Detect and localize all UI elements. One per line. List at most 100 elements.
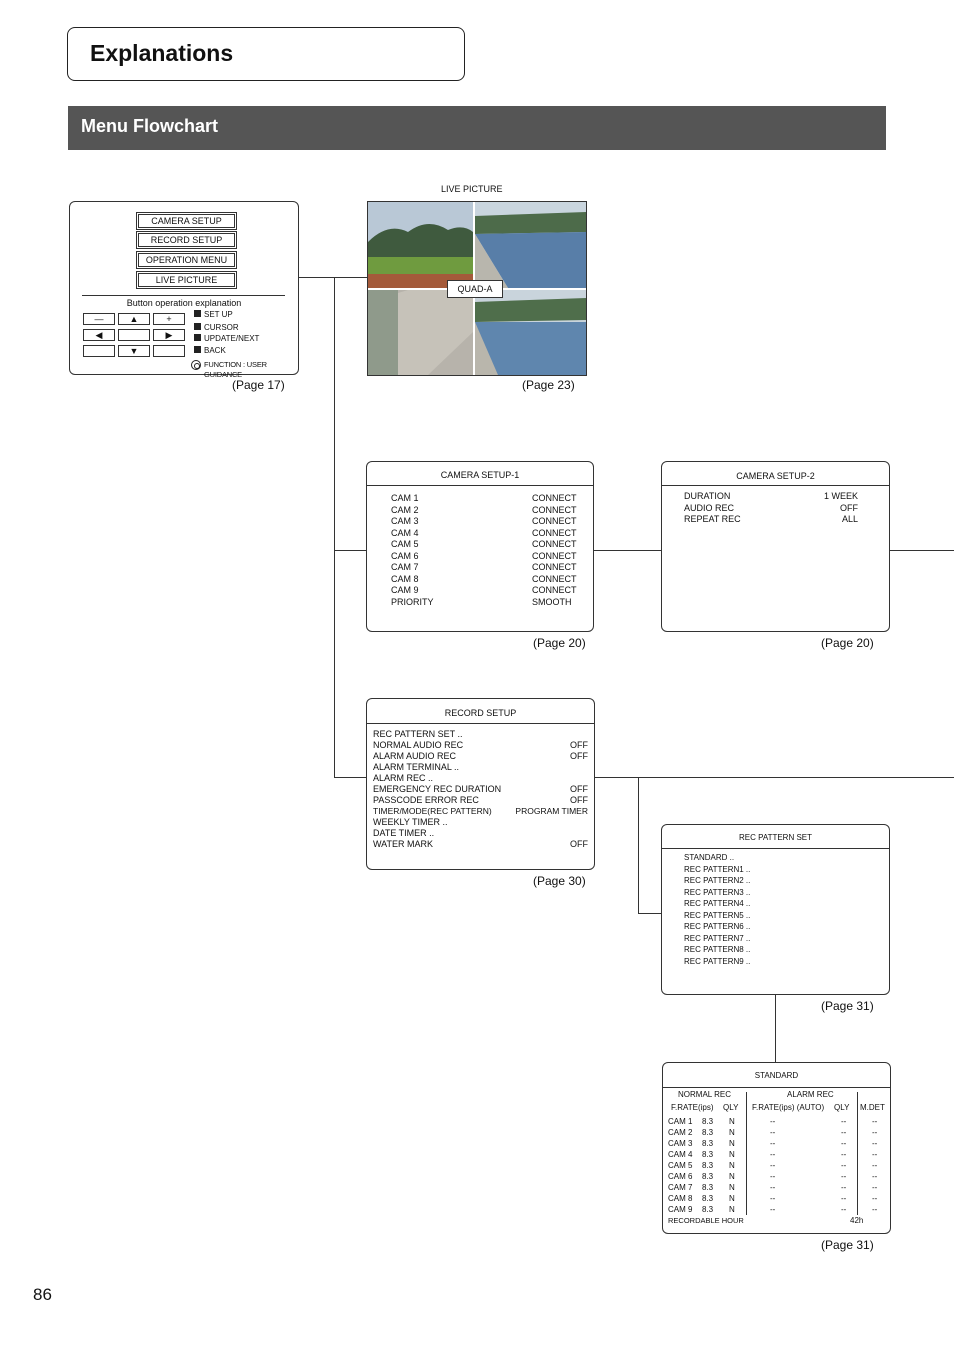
page-title: Explanations bbox=[90, 40, 234, 66]
connector-line bbox=[775, 994, 776, 1062]
table-cell: N bbox=[729, 1183, 735, 1192]
menu-row-value: OFF bbox=[570, 751, 588, 761]
table-cell: -- bbox=[841, 1161, 847, 1170]
menu-row-value: CONNECT bbox=[532, 493, 577, 503]
list-item: REC PATTERN3 .. bbox=[684, 887, 751, 897]
table-cell: CAM 3 bbox=[668, 1139, 693, 1148]
menu-row-value: OFF bbox=[570, 740, 588, 750]
table-cell: -- bbox=[841, 1205, 847, 1214]
table-cell: 8.3 bbox=[702, 1205, 714, 1214]
menu-row-value: OFF bbox=[570, 795, 588, 805]
connector-line bbox=[889, 550, 954, 551]
table-cell: 8.3 bbox=[702, 1150, 714, 1159]
table-cell: N bbox=[729, 1172, 735, 1181]
record-setup-title: RECORD SETUP bbox=[444, 708, 517, 718]
connector-line bbox=[638, 777, 639, 914]
menu-row-label: CAM 4 bbox=[391, 527, 419, 538]
connector-line bbox=[594, 777, 954, 778]
menu-row-label: CAM 7 bbox=[391, 562, 419, 572]
menu-row-label: AUDIO REC bbox=[684, 502, 735, 513]
table-cell: N bbox=[729, 1194, 735, 1203]
quad-label: QUAD-A bbox=[447, 280, 503, 298]
up-key[interactable]: ▲ bbox=[118, 313, 150, 325]
down-key[interactable]: ▼ bbox=[118, 345, 150, 357]
table-cell: -- bbox=[872, 1128, 878, 1137]
table-cell: -- bbox=[872, 1183, 878, 1192]
table-cell: -- bbox=[872, 1205, 878, 1214]
table-cell: 8.3 bbox=[702, 1128, 714, 1137]
plus-key[interactable]: + bbox=[153, 313, 185, 325]
table-cell: CAM 4 bbox=[668, 1150, 693, 1159]
center-key[interactable] bbox=[118, 329, 150, 341]
table-cell: 8.3 bbox=[702, 1139, 714, 1148]
column-divider bbox=[857, 1092, 858, 1215]
list-item: STANDARD .. bbox=[684, 853, 735, 862]
blank-key-right[interactable] bbox=[153, 345, 185, 357]
page-ref-live-picture: (Page 23) bbox=[522, 378, 575, 392]
right-key[interactable]: ▶ bbox=[153, 329, 185, 341]
col-mdet: M.DET bbox=[860, 1103, 885, 1112]
table-cell: N bbox=[729, 1128, 735, 1137]
menu-row-value: CONNECT bbox=[532, 539, 577, 549]
menu-item-live-picture[interactable]: LIVE PICTURE bbox=[136, 271, 237, 289]
legend-cursor: CURSOR bbox=[194, 323, 239, 333]
table-cell: -- bbox=[872, 1172, 878, 1181]
table-cell: -- bbox=[841, 1194, 847, 1203]
menu-row-label: NORMAL AUDIO REC bbox=[373, 740, 464, 750]
connector-line bbox=[638, 913, 662, 914]
menu-row-label: REC PATTERN SET .. bbox=[373, 729, 463, 739]
table-cell: -- bbox=[841, 1150, 847, 1159]
menu-row-label: CAM 3 bbox=[391, 516, 419, 526]
table-cell: -- bbox=[770, 1150, 776, 1159]
table-cell: 8.3 bbox=[702, 1161, 714, 1170]
table-cell: 8.3 bbox=[702, 1194, 714, 1203]
divider bbox=[662, 848, 889, 849]
menu-row-label: PRIORITY bbox=[391, 596, 434, 607]
left-key[interactable]: ◀ bbox=[83, 329, 115, 341]
list-item: REC PATTERN4 .. bbox=[684, 899, 751, 908]
menu-row-label: CAM 2 bbox=[391, 504, 419, 515]
live-picture-quad: QUAD-A bbox=[367, 201, 587, 376]
table-cell: -- bbox=[872, 1150, 878, 1159]
col-frate-auto: F.RATE(ips) (AUTO) bbox=[752, 1103, 825, 1112]
function-note: FUNCTION : USER GUIDANCE bbox=[204, 360, 267, 379]
blank-key-left[interactable] bbox=[83, 345, 115, 357]
section-title: Menu Flowchart bbox=[81, 116, 219, 136]
table-cell: CAM 1 bbox=[668, 1117, 693, 1126]
recordable-hour-label: RECORDABLE HOUR bbox=[668, 1216, 744, 1225]
menu-row-label: DATE TIMER .. bbox=[373, 828, 435, 838]
camera-setup-2-title: CAMERA SETUP-2 bbox=[736, 471, 815, 481]
table-cell: CAM 9 bbox=[668, 1205, 693, 1214]
table-cell: -- bbox=[841, 1183, 847, 1192]
menu-row-value: OFF bbox=[570, 839, 588, 849]
list-item: REC PATTERN8 .. bbox=[684, 945, 751, 954]
table-cell: -- bbox=[841, 1172, 847, 1181]
page-ref-rec-pattern-set: (Page 31) bbox=[821, 999, 874, 1013]
legend-update-next: UPDATE/NEXT bbox=[194, 334, 259, 344]
menu-row-value: CONNECT bbox=[532, 516, 577, 526]
col-frate: F.RATE(ips) bbox=[671, 1103, 714, 1112]
minus-key[interactable]: — bbox=[83, 313, 115, 325]
table-cell: -- bbox=[770, 1139, 776, 1148]
menu-item-record-setup[interactable]: RECORD SETUP bbox=[136, 231, 237, 249]
page-ref-record-setup: (Page 30) bbox=[533, 874, 586, 888]
menu-item-operation-menu[interactable]: OPERATION MENU bbox=[136, 251, 237, 269]
menu-row-value: 1 WEEK bbox=[823, 491, 858, 501]
table-cell: -- bbox=[872, 1117, 878, 1126]
function-circle-icon bbox=[191, 360, 201, 370]
main-menu-box: CAMERA SETUP RECORD SETUP OPERATION MENU… bbox=[69, 201, 299, 379]
page-ref-standard: (Page 31) bbox=[821, 1238, 874, 1252]
menu-row-value: SMOOTH bbox=[532, 596, 572, 607]
menu-row-value: CONNECT bbox=[532, 573, 577, 584]
list-item: REC PATTERN5 .. bbox=[684, 910, 751, 920]
table-cell: N bbox=[729, 1117, 735, 1126]
connector-line bbox=[334, 277, 335, 778]
table-cell: N bbox=[729, 1139, 735, 1148]
menu-row-label: ALARM REC .. bbox=[373, 773, 434, 783]
table-cell: CAM 8 bbox=[668, 1194, 693, 1203]
table-cell: 8.3 bbox=[702, 1117, 714, 1126]
page-ref-camera-setup-2: (Page 20) bbox=[821, 636, 874, 650]
menu-item-camera-setup[interactable]: CAMERA SETUP bbox=[136, 212, 237, 230]
standard-box: STANDARD NORMAL REC ALARM REC F.RATE(ips… bbox=[662, 1062, 891, 1234]
